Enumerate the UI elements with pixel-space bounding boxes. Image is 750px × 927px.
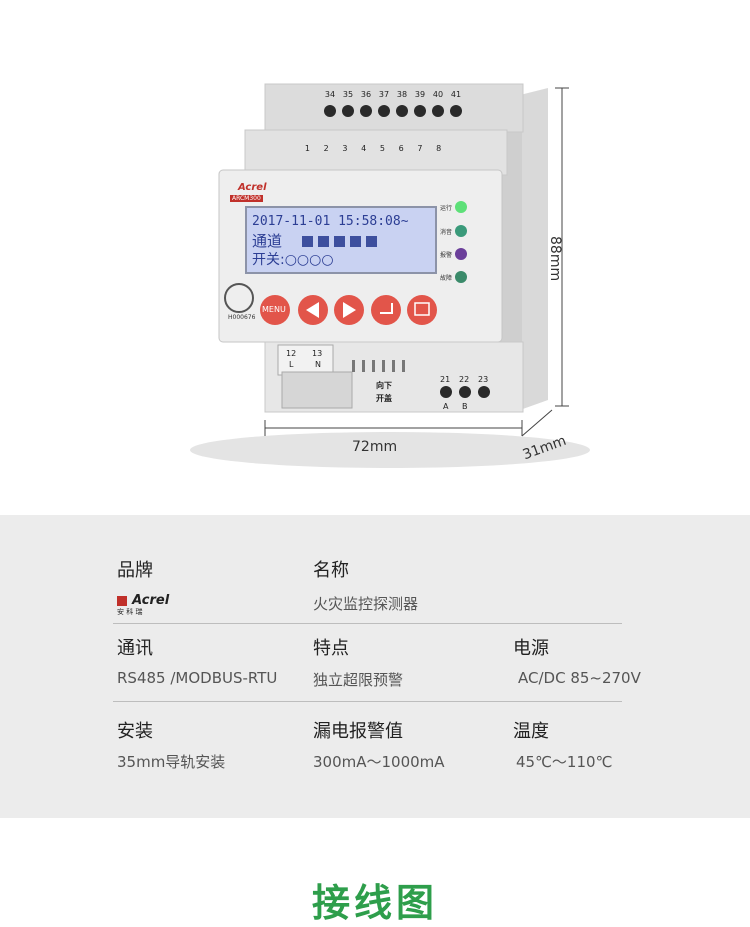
terminal-label: 3	[342, 144, 348, 153]
device-model: ARCM300	[230, 195, 263, 202]
led-label-run: 运行	[440, 205, 453, 212]
brand-label: 品牌	[117, 560, 153, 581]
feature-label: 特点	[313, 638, 349, 659]
brand-logo-text: Acrel	[132, 593, 170, 608]
cert-code: H000676	[228, 314, 256, 321]
terminal-sub: N	[315, 360, 321, 369]
terminal-label: 39	[414, 90, 426, 99]
temp-label: 温度	[513, 721, 549, 742]
terminal-label: 34	[324, 90, 336, 99]
power-label: 电源	[513, 638, 549, 659]
install-value: 35mm导轨安装	[117, 753, 226, 771]
menu-button-label: MENU	[262, 305, 286, 314]
terminal-label: 37	[378, 90, 390, 99]
open-hint-2: 开盖	[376, 394, 392, 403]
terminal-label: 40	[432, 90, 444, 99]
install-label: 安装	[117, 721, 153, 742]
leak-value: 300mA～1000mA	[313, 753, 445, 771]
comm-label: 通讯	[117, 638, 153, 659]
led-label-mute: 消音	[440, 229, 453, 236]
terminal-label: 41	[450, 90, 462, 99]
lcd-line3: 开关:○○○○	[252, 252, 334, 268]
spec-section	[0, 515, 750, 818]
open-hint-1: 向下	[376, 381, 392, 390]
leak-label: 漏电报警值	[313, 721, 403, 742]
terminal-label: 8	[436, 144, 442, 153]
acrel-logo-icon	[117, 595, 127, 606]
dim-width: 72mm	[352, 439, 398, 455]
terminal-sub: L	[289, 360, 294, 369]
product-illustration: Acrel ARCM300 2017-11-01 15:58:08~ 通道 开关…	[190, 83, 590, 468]
divider	[113, 701, 622, 702]
terminal-label: 4	[361, 144, 367, 153]
led-label-fault: 故障	[440, 275, 453, 282]
device-drawing	[190, 83, 590, 468]
name-label: 名称	[313, 560, 349, 581]
brand-logo-sub: 安 科 瑞	[117, 608, 143, 616]
terminal-label: 12	[286, 349, 297, 358]
terminal-label: 35	[342, 90, 354, 99]
terminal-label: 22	[459, 375, 470, 384]
brand-logo: Acrel 安 科 瑞	[117, 590, 169, 617]
terminal-label: 38	[396, 90, 408, 99]
comm-value: RS485 /MODBUS-RTU	[117, 669, 278, 687]
lcd-line2: 通道	[252, 232, 283, 250]
terminal-sub: B	[462, 402, 468, 411]
terminal-label: 6	[398, 144, 404, 153]
top-terminal-row2: 1 2 3 4 5 6 7 8	[298, 144, 448, 153]
feature-value: 独立超限预警	[313, 671, 404, 689]
wiring-diagram-title: 接线图	[311, 881, 438, 925]
dim-height: 88mm	[547, 236, 563, 282]
divider	[113, 623, 622, 624]
terminal-label: 1	[304, 144, 310, 153]
power-value: AC/DC 85~270V	[518, 669, 641, 687]
device-brand-logo: Acrel	[238, 182, 267, 193]
top-terminal-row1: 34 35 36 37 38 39 40 41	[321, 90, 471, 99]
terminal-label: 13	[312, 349, 323, 358]
led-label-alarm: 报警	[440, 252, 453, 259]
terminal-label: 7	[417, 144, 423, 153]
terminal-label: 2	[323, 144, 329, 153]
name-value: 火灾监控探测器	[313, 595, 419, 613]
terminal-sub: A	[443, 402, 449, 411]
temp-value: 45℃～110℃	[516, 753, 613, 771]
terminal-label: 23	[478, 375, 489, 384]
terminal-label: 5	[379, 144, 385, 153]
terminal-label: 36	[360, 90, 372, 99]
lcd-line1: 2017-11-01 15:58:08~	[252, 214, 409, 229]
terminal-label: 21	[440, 375, 451, 384]
